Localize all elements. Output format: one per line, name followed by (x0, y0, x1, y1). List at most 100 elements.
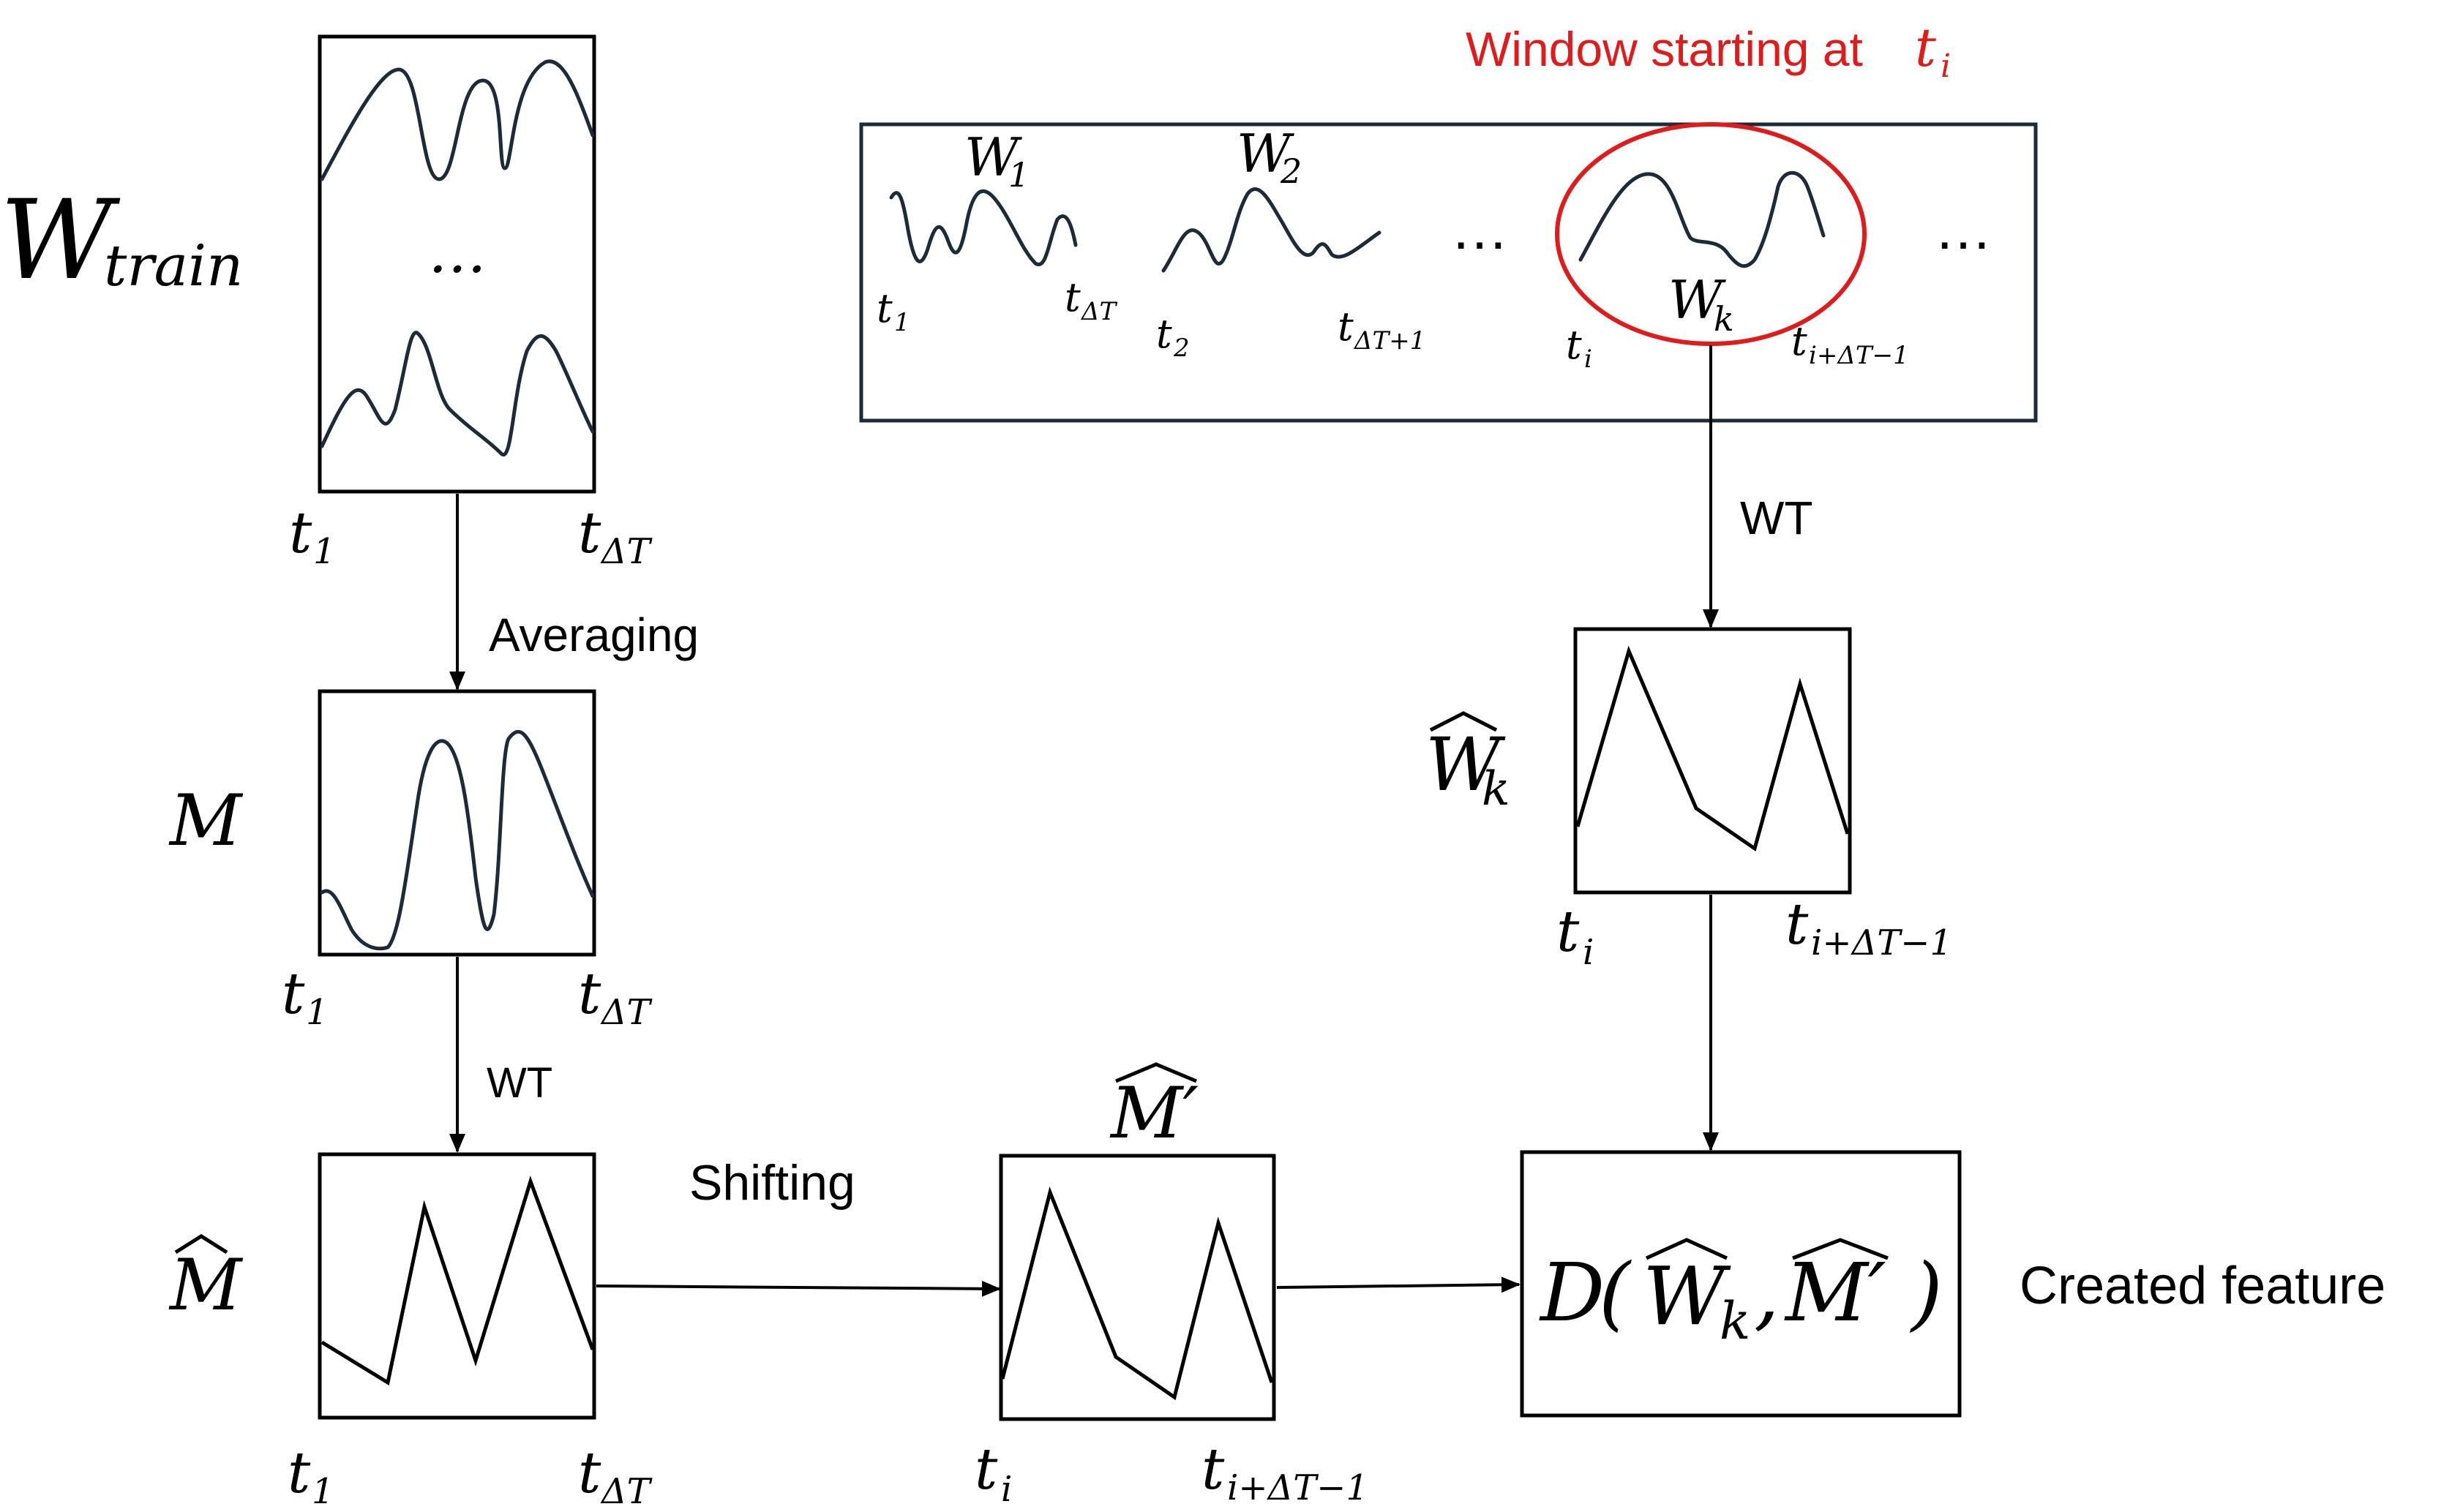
window-w1: W 1 t 1 t ΔT (877, 127, 1118, 337)
m-hat-box (318, 1152, 596, 1420)
wk-highlight-ellipse (1555, 122, 1867, 346)
wk-sub: k (1714, 299, 1734, 339)
w1-curve (889, 189, 1078, 267)
wk-hat-ti: t (1556, 899, 1580, 965)
wk-curve (1578, 170, 1826, 268)
m-hat-label: M (168, 1234, 244, 1326)
m-prime-hat-frame (999, 1154, 1276, 1421)
m-axis-labels: t 1 t ΔT (282, 961, 653, 1033)
w-train-curve-bottom (320, 331, 595, 457)
w2-symbol: W (1237, 123, 1294, 184)
shifting-arrow (596, 1280, 1001, 1297)
w1-t1-sub: 1 (894, 308, 910, 337)
distance-d: D (1539, 1246, 1605, 1339)
w1-sub: 1 (1008, 155, 1030, 195)
distance-open-paren: ( (1599, 1246, 1632, 1339)
w2-t2: t (1156, 311, 1172, 357)
w2-sub: 2 (1280, 151, 1302, 191)
w-train-box: … (318, 34, 596, 494)
m-hat-zigzag (320, 1176, 595, 1385)
wk-tidT: t (1791, 318, 1807, 364)
m-prime-hat-caret (1115, 1062, 1197, 1083)
m-hat-t1-sub: 1 (312, 1471, 334, 1512)
wt-label-left: WT (487, 1059, 552, 1107)
windows-box (859, 122, 2038, 423)
window-title-t: t (1915, 17, 1937, 78)
w1-symbol: W (964, 127, 1022, 188)
m-box (318, 689, 596, 957)
m-hat-t1: t (288, 1440, 311, 1506)
window-w2: W 2 t 2 t ΔT+1 (1156, 123, 1425, 363)
wk-hat-caret (1429, 711, 1498, 732)
m-t1-sub: 1 (306, 992, 329, 1033)
m-prime-hat-tidT-sub: i+ΔT−1 (1227, 1467, 1368, 1508)
distance-box: D ( W k , M′ ) (1520, 1150, 1962, 1418)
m-hat-tdT: t (578, 1440, 601, 1506)
distance-frame (1520, 1150, 1962, 1418)
wk-hat-symbol: W (1425, 722, 1506, 808)
wk-hat-label: W k (1425, 711, 1510, 816)
to-distance-arrow (1276, 1276, 1521, 1293)
wk-hat-box (1573, 627, 1852, 895)
distance-w-caret (1645, 1238, 1728, 1260)
w1-tdT: t (1065, 274, 1081, 320)
wk-hat-zigzag (1575, 645, 1850, 852)
m-label: M (168, 780, 244, 862)
w1-tdT-sub: ΔT (1080, 297, 1118, 326)
w-train-symbol: W (0, 177, 121, 304)
wk-hat-tidT-sub: i+ΔT−1 (1811, 922, 1952, 963)
m-t1: t (282, 961, 305, 1027)
w-train-tdT-sub: ΔT (600, 531, 653, 572)
window-title: Window starting at t i (1466, 17, 1951, 85)
w-train-frame (318, 34, 596, 494)
m-prime-hat-label: M′ (1109, 1062, 1199, 1154)
m-tdT: t (578, 961, 601, 1027)
wk-symbol: W (1668, 269, 1726, 331)
m-hat-frame (318, 1152, 596, 1420)
distance-m-caret (1792, 1238, 1889, 1260)
m-hat-symbol: M (168, 1244, 244, 1326)
wk-ti-sub: i (1584, 345, 1592, 374)
m-prime-hat-zigzag (1000, 1186, 1274, 1401)
distance-w-sub: k (1720, 1291, 1750, 1351)
w-train-axis-labels: t 1 t ΔT (289, 500, 653, 572)
wk-hat-axis-labels: t i t i+ΔT−1 (1556, 892, 1952, 973)
w2-tdT1-sub: ΔT+1 (1353, 326, 1425, 356)
wk-hat-tidT: t (1785, 892, 1809, 958)
m-prime-hat-axis-labels: t i t i+ΔT−1 (975, 1437, 1368, 1510)
windows-ellipsis-right: … (1934, 196, 1992, 261)
w-train-label: W train (0, 177, 243, 304)
window-title-text: Window starting at (1466, 22, 1863, 76)
m-prime-hat-box (999, 1154, 1276, 1421)
window-title-i: i (1941, 48, 1951, 85)
m-hat-tdT-sub: ΔT (600, 1471, 653, 1512)
m-curve (320, 729, 595, 951)
distance-close-paren: ) (1910, 1246, 1943, 1339)
wk-tidT-sub: i+ΔT−1 (1809, 341, 1909, 370)
m-prime-hat-ti: t (975, 1437, 998, 1502)
wk-hat-frame (1573, 627, 1852, 895)
m-hat-axis-labels: t 1 t ΔT (288, 1440, 653, 1512)
m-prime-hat-ti-sub: i (1001, 1469, 1012, 1510)
created-feature-label: Created feature (2020, 1257, 2385, 1315)
m-hat-caret (174, 1234, 228, 1255)
windows-ellipsis-mid: … (1450, 196, 1509, 261)
m-prime-hat-symbol: M′ (1109, 1072, 1199, 1154)
w-train-curve-top (320, 59, 595, 181)
w-train-ellipsis: … (428, 218, 487, 286)
w-train-subscript: train (104, 233, 243, 299)
averaging-label: Averaging (489, 609, 699, 661)
window-wk: W k t i t i+ΔT−1 (1555, 122, 1909, 374)
distance-w: W (1643, 1249, 1731, 1343)
distance-m: M′ (1784, 1246, 1886, 1339)
wk-hat-ti-sub: i (1583, 932, 1594, 973)
w-train-t1: t (289, 500, 312, 566)
shifting-label: Shifting (689, 1155, 855, 1211)
wt-label-right: WT (1740, 492, 1813, 544)
w1-t1: t (877, 285, 893, 331)
wk-ti: t (1566, 322, 1582, 368)
w2-t2-sub: 2 (1173, 334, 1190, 363)
w-train-t1-sub: 1 (313, 531, 336, 572)
wk-hat-sub: k (1482, 762, 1510, 816)
